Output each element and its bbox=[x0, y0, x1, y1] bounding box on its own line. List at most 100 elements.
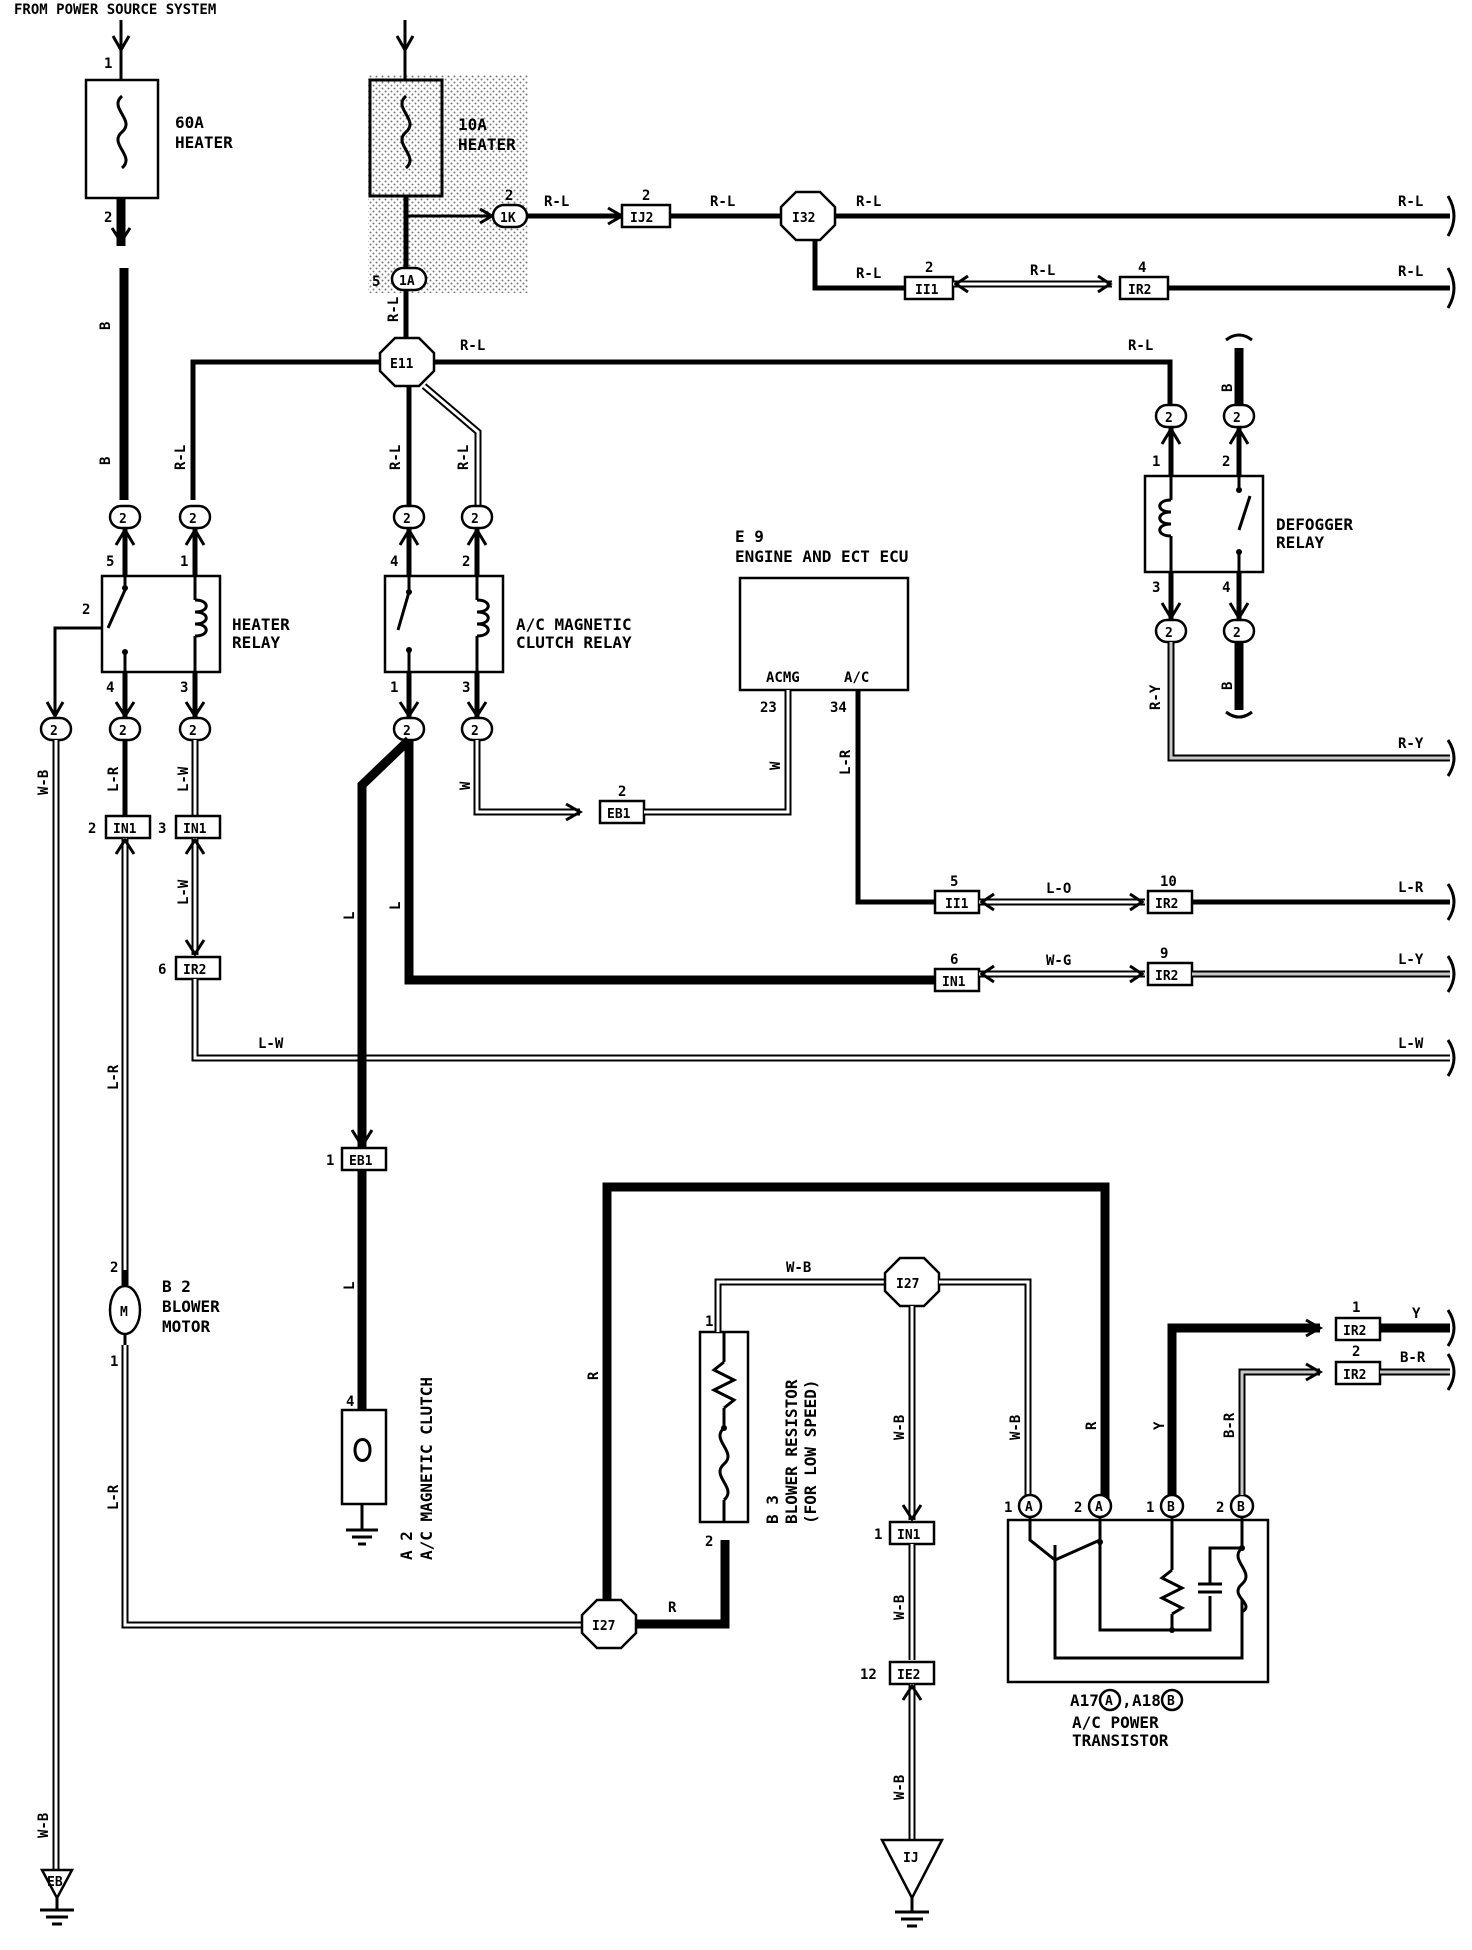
ecu-pin-acmg: ACMG bbox=[766, 670, 800, 686]
svg-text:RELAY: RELAY bbox=[1276, 533, 1325, 552]
svg-text:12: 12 bbox=[860, 1667, 877, 1683]
svg-text:EB1: EB1 bbox=[607, 807, 631, 822]
ecu-pin-ac: A/C bbox=[844, 670, 869, 686]
connector-1a bbox=[390, 266, 428, 292]
ac-clutch-id: A 2 bbox=[397, 1531, 416, 1560]
svg-text:2: 2 bbox=[462, 554, 470, 570]
ecu-name: ENGINE AND ECT ECU bbox=[735, 547, 908, 566]
svg-text:CLUTCH RELAY: CLUTCH RELAY bbox=[516, 633, 632, 652]
fuse-10a-heater: 10A HEATER bbox=[368, 20, 516, 198]
svg-text:R-L: R-L bbox=[710, 194, 735, 210]
svg-text:L: L bbox=[388, 902, 404, 910]
svg-text:1A: 1A bbox=[399, 274, 415, 289]
blower-motor-name: BLOWER bbox=[162, 1297, 220, 1316]
junction-e11 bbox=[378, 336, 436, 388]
svg-text:IE2: IE2 bbox=[897, 1668, 920, 1683]
svg-text:L: L bbox=[342, 912, 358, 920]
svg-text:1: 1 bbox=[1146, 1500, 1154, 1516]
svg-text:IR2: IR2 bbox=[1343, 1368, 1366, 1383]
ground-ij: IJ bbox=[879, 1838, 945, 1928]
svg-text:3: 3 bbox=[462, 680, 470, 696]
heater-relay: HEATER RELAY 5 1 2 4 3 bbox=[82, 554, 290, 696]
svg-text:R-L: R-L bbox=[1398, 264, 1423, 280]
shaded-junction-block bbox=[368, 75, 528, 293]
connector-in1-mid bbox=[933, 967, 981, 993]
svg-text:R-L: R-L bbox=[1030, 263, 1055, 279]
svg-text:R-L: R-L bbox=[460, 338, 485, 354]
ac-power-transistor: A A B B 1 2 1 2 A17 A , A18 B A/C POWE bbox=[1004, 1493, 1270, 1750]
svg-text:4: 4 bbox=[1222, 580, 1230, 596]
svg-text:IR2: IR2 bbox=[1128, 283, 1151, 298]
blower-motor-id: B 2 bbox=[162, 1277, 191, 1296]
svg-text:R-Y: R-Y bbox=[1148, 684, 1164, 710]
svg-text:2: 2 bbox=[119, 512, 127, 527]
junction-i27-top bbox=[883, 1256, 941, 1308]
svg-text:A: A bbox=[1025, 1500, 1033, 1515]
svg-text:W-B: W-B bbox=[36, 1813, 52, 1838]
defogger-relay: DEFOGGER RELAY 1 2 3 4 bbox=[1143, 454, 1353, 596]
svg-text:IN1: IN1 bbox=[897, 1528, 921, 1543]
svg-text:I27: I27 bbox=[896, 1277, 919, 1292]
svg-text:2: 2 bbox=[925, 260, 933, 276]
fuse-60a-heater: 60A HEATER 1 2 bbox=[84, 20, 233, 226]
ground-eb: EB bbox=[39, 1868, 75, 1926]
svg-text:R-L: R-L bbox=[173, 445, 189, 470]
svg-text:Y: Y bbox=[1152, 1421, 1168, 1430]
svg-text:5: 5 bbox=[950, 874, 958, 890]
svg-text:1: 1 bbox=[705, 1314, 713, 1330]
svg-text:IJ: IJ bbox=[903, 1851, 919, 1866]
svg-text:1: 1 bbox=[1352, 1300, 1360, 1316]
svg-text:R: R bbox=[1084, 1421, 1100, 1430]
svg-text:2: 2 bbox=[189, 512, 197, 527]
svg-text:2: 2 bbox=[471, 512, 479, 527]
svg-text:II1: II1 bbox=[945, 897, 969, 912]
svg-text:L-W: L-W bbox=[176, 766, 192, 792]
svg-text:1: 1 bbox=[326, 1153, 334, 1169]
svg-text:2: 2 bbox=[1233, 626, 1241, 641]
fuse-60a-label: 60A bbox=[175, 113, 204, 132]
wire-label-b-1: B bbox=[98, 322, 114, 330]
svg-text:R-L: R-L bbox=[1128, 338, 1153, 354]
svg-text:IR2: IR2 bbox=[183, 963, 206, 978]
power-transistor-id-b: A18 bbox=[1132, 1691, 1161, 1710]
svg-text:RELAY: RELAY bbox=[232, 633, 281, 652]
svg-text:3: 3 bbox=[158, 821, 166, 837]
svg-text:2: 2 bbox=[110, 1260, 118, 1276]
blower-resistor-name: BLOWER RESISTOR bbox=[782, 1379, 801, 1524]
svg-text:I27: I27 bbox=[592, 1619, 615, 1634]
svg-text:IR2: IR2 bbox=[1343, 1324, 1366, 1339]
svg-text:2: 2 bbox=[1222, 454, 1230, 470]
svg-text:R-L: R-L bbox=[386, 297, 402, 322]
svg-text:R-L: R-L bbox=[388, 445, 404, 470]
power-transistor-id-a: A17 bbox=[1070, 1691, 1099, 1710]
svg-text:9: 9 bbox=[1160, 946, 1168, 962]
svg-text:1: 1 bbox=[1004, 1500, 1012, 1516]
fuse-10a-name: HEATER bbox=[458, 135, 516, 154]
svg-text:2: 2 bbox=[1233, 411, 1241, 426]
svg-text:W-B: W-B bbox=[36, 770, 52, 795]
ac-magnetic-clutch: 4 A 2 A/C MAGNETIC CLUTCH bbox=[340, 1377, 436, 1560]
svg-text:EB1: EB1 bbox=[349, 1154, 373, 1169]
svg-text:5: 5 bbox=[372, 274, 380, 290]
svg-text:IN1: IN1 bbox=[942, 975, 966, 990]
svg-text:Y: Y bbox=[1412, 1306, 1421, 1322]
svg-text:IN1: IN1 bbox=[183, 822, 207, 837]
svg-text:2: 2 bbox=[1352, 1344, 1360, 1360]
svg-text:L-W: L-W bbox=[176, 879, 192, 905]
header-title: FROM POWER SOURCE SYSTEM bbox=[14, 2, 216, 18]
svg-text:W-B: W-B bbox=[786, 1260, 811, 1276]
connector-2-row: 2 2 2 2 bbox=[108, 504, 494, 530]
svg-text:1: 1 bbox=[874, 1527, 882, 1543]
svg-text:W: W bbox=[458, 781, 474, 790]
ac-relay-label: A/C MAGNETIC bbox=[516, 615, 632, 634]
junction-i32 bbox=[779, 190, 837, 242]
svg-text:IJ2: IJ2 bbox=[630, 211, 653, 226]
svg-text:L-R: L-R bbox=[106, 1484, 122, 1510]
svg-text:TRANSISTOR: TRANSISTOR bbox=[1072, 1731, 1169, 1750]
svg-text:I32: I32 bbox=[792, 211, 815, 226]
fuse-60a-pin-1: 1 bbox=[104, 56, 112, 72]
svg-text:A: A bbox=[1105, 1694, 1113, 1709]
svg-text:2: 2 bbox=[1216, 1500, 1224, 1516]
wire-label-b-2: B bbox=[98, 457, 114, 465]
